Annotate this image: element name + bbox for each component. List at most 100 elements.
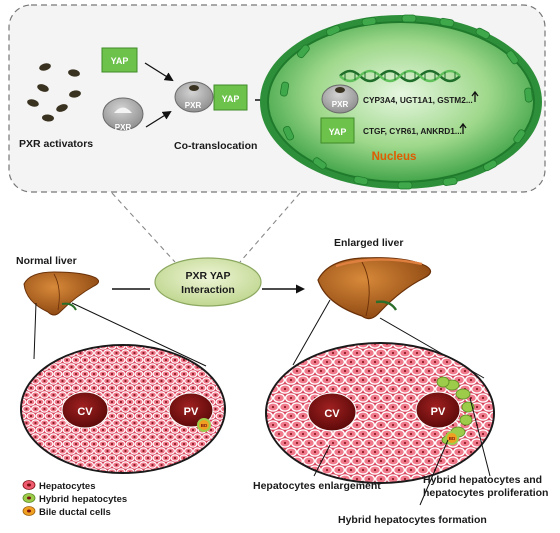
enlarged-pv-label: PV xyxy=(431,406,446,418)
hepatocyte-nucleus xyxy=(119,386,123,390)
hepatocyte-nucleus xyxy=(367,423,371,427)
hepatocyte-cell xyxy=(267,348,280,358)
hepatocyte-nucleus xyxy=(182,346,186,348)
hepatocyte-nucleus xyxy=(494,361,496,363)
hepatocyte-nucleus xyxy=(451,351,455,355)
hepatocyte-nucleus xyxy=(196,351,199,355)
hepatocyte-nucleus xyxy=(403,387,407,391)
hepatocyte-cell xyxy=(488,357,493,367)
hepatocyte-cell xyxy=(267,420,268,430)
normal-zoom-line-right xyxy=(71,302,207,367)
hepatocyte-cell xyxy=(482,348,493,358)
hepatocyte-nucleus xyxy=(22,428,24,432)
hepatocyte-nucleus xyxy=(25,463,28,467)
hepatocyte-nucleus xyxy=(169,421,172,425)
hepatocyte-nucleus xyxy=(34,407,37,411)
hepatocyte-nucleus xyxy=(463,369,467,373)
hepatocyte-nucleus xyxy=(92,386,96,390)
hepatocyte-nucleus xyxy=(481,396,485,400)
hepatocyte-nucleus xyxy=(355,441,359,445)
hepatocyte-nucleus xyxy=(155,414,159,418)
hepatocyte-nucleus xyxy=(403,405,407,409)
hepatocyte-nucleus xyxy=(88,435,91,439)
hepatocyte-nucleus xyxy=(277,360,281,364)
hepatocyte-nucleus xyxy=(88,365,91,369)
hepatocyte-nucleus xyxy=(29,456,33,460)
hepatocyte-nucleus xyxy=(439,369,443,373)
hepatocyte-nucleus xyxy=(228,359,230,361)
enlarged-liver-icon xyxy=(317,257,432,320)
hepatocyte-nucleus xyxy=(142,379,145,383)
hepatocyte-nucleus xyxy=(47,442,51,446)
hepatocyte-nucleus xyxy=(47,414,51,418)
hepatocyte-cell xyxy=(267,438,268,448)
hepatocyte-nucleus xyxy=(119,400,123,404)
hepatocyte-nucleus xyxy=(277,468,281,472)
hepatocyte-nucleus xyxy=(325,360,329,364)
formation-annotation: Hybrid hepatocytes formation xyxy=(338,514,487,526)
hepatocyte-cell xyxy=(464,465,478,475)
hepatocyte-nucleus xyxy=(397,396,401,400)
hepatocyte-nucleus xyxy=(379,369,383,373)
hepatocyte-cell xyxy=(284,465,298,475)
hepatocyte-nucleus xyxy=(397,360,401,364)
hepatocyte-nucleus xyxy=(475,369,479,373)
hepatocyte-nucleus xyxy=(70,379,73,383)
hepatocyte-nucleus xyxy=(182,442,186,446)
hepatocyte-nucleus xyxy=(209,346,213,348)
hepatocyte-nucleus xyxy=(415,459,419,463)
hepatocyte-cell xyxy=(22,461,23,469)
hepatocyte-nucleus xyxy=(101,456,105,460)
hepatocyte-nucleus xyxy=(83,372,87,376)
yap-box: YAP xyxy=(101,47,138,73)
hepatocyte-cell xyxy=(250,448,261,456)
hepatocyte-nucleus xyxy=(337,468,341,472)
hepatocyte-nucleus xyxy=(337,378,341,382)
hepatocyte-cell xyxy=(250,430,261,438)
hepatocyte-cell xyxy=(62,346,72,350)
hepatocyte-nucleus xyxy=(469,432,473,436)
hepatocyte-cell xyxy=(193,461,203,469)
nucleus: PXR CYP3A4, UGT1A1, GSTM2... YAP CTGF, C… xyxy=(260,14,542,190)
hepatocyte-cell xyxy=(267,357,274,367)
yap-target-genes: CTGF, CYR61, ANKRD1... xyxy=(363,126,462,136)
hepatocyte-cell xyxy=(22,447,32,455)
hepatocyte-nucleus xyxy=(128,346,132,348)
hepatocyte-cell xyxy=(53,468,63,472)
hepatocyte-nucleus xyxy=(260,442,262,444)
hepatocyte-nucleus xyxy=(25,393,28,397)
hepatocyte-nucleus xyxy=(463,351,467,355)
pxr-receptor-label: PXR xyxy=(115,123,132,132)
hepatocyte-nucleus xyxy=(475,351,479,355)
hepatocyte-nucleus xyxy=(475,441,479,445)
hepatocyte-cell xyxy=(272,344,286,349)
hepatocyte-nucleus xyxy=(301,450,305,454)
hepatocyte-nucleus xyxy=(133,407,136,411)
hepatocyte-cell xyxy=(496,385,507,393)
hepatocyte-nucleus xyxy=(373,468,377,472)
hepatocyte-nucleus xyxy=(83,442,87,446)
hepatocyte-nucleus xyxy=(191,470,195,472)
hepatocyte-nucleus xyxy=(307,369,311,373)
hepatocyte-nucleus xyxy=(319,441,323,445)
hepatocyte-nucleus xyxy=(319,387,323,391)
hepatocyte-nucleus xyxy=(209,386,213,390)
hepatocyte-nucleus xyxy=(151,379,154,383)
hepatocyte-cell xyxy=(496,421,507,429)
hepatocyte-nucleus xyxy=(295,387,299,391)
hepatocyte-nucleus xyxy=(70,449,73,453)
hepatocyte-nucleus xyxy=(451,369,455,373)
funnel-line-left xyxy=(111,192,176,263)
hepatocyte-nucleus xyxy=(12,443,14,445)
hepatocyte-cell xyxy=(22,346,27,350)
hepatocyte-nucleus xyxy=(487,369,491,373)
hepatocyte-nucleus xyxy=(182,372,186,376)
hepatocyte-nucleus xyxy=(155,386,159,390)
hepatocyte-nucleus xyxy=(415,387,419,391)
hepatocyte-nucleus xyxy=(260,388,262,390)
hepatocyte-nucleus xyxy=(22,358,24,362)
hepatocyte-nucleus xyxy=(16,464,18,466)
hepatocyte-nucleus xyxy=(34,365,37,369)
hepatocyte-nucleus xyxy=(403,477,407,481)
